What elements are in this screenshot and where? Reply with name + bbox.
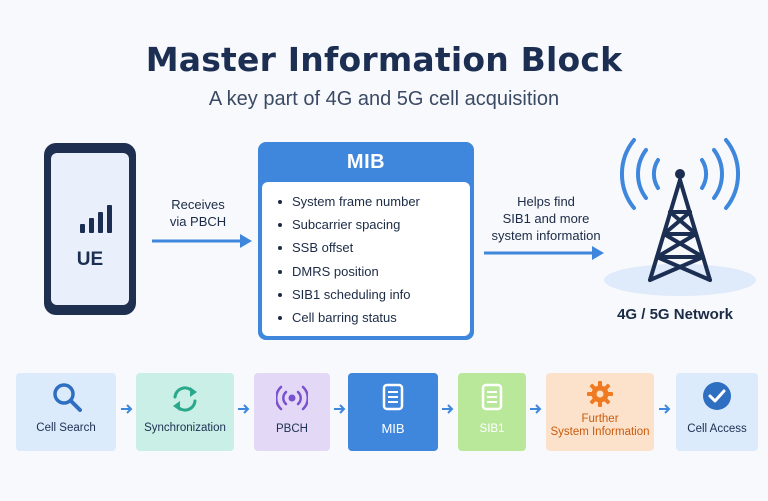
step-label: PBCH (276, 423, 308, 435)
step-label-line1: Further (581, 413, 619, 425)
mib-box: MIB System frame number Subcarrier spaci… (258, 142, 474, 340)
mib-content: System frame number Subcarrier spacing S… (262, 182, 470, 336)
network-label: 4G / 5G Network (617, 306, 733, 323)
helps-line1: Helps find (517, 194, 575, 209)
sync-icon (173, 386, 197, 412)
page-subtitle: A key part of 4G and 5G cell acquisition (208, 88, 560, 110)
mib-title: MIB (346, 151, 386, 173)
cell-tower-icon (604, 138, 756, 296)
step-cell-access: Cell Access (676, 373, 758, 451)
broadcast-icon (276, 385, 308, 411)
signal-bars-icon (80, 205, 112, 233)
step-label: Cell Search (36, 422, 96, 434)
ue-phone: UE (44, 143, 136, 315)
step-label: MIB (381, 421, 405, 436)
chevron-right-icon (334, 404, 346, 414)
ue-label: UE (76, 249, 104, 270)
mib-item: SSB offset (278, 236, 470, 259)
receives-line1: Receives (171, 197, 225, 212)
step-mib: MIB (348, 373, 438, 451)
mib-item: Cell barring status (278, 306, 470, 329)
mib-list: System frame number Subcarrier spacing S… (262, 182, 470, 329)
chevron-right-icon (121, 404, 133, 414)
chevron-right-icon (530, 404, 542, 414)
mib-item: System frame number (278, 190, 470, 213)
mib-item: SIB1 scheduling info (278, 283, 470, 306)
step-sib1: SIB1 (458, 373, 526, 451)
gear-icon (587, 381, 613, 407)
search-icon (53, 383, 82, 412)
chevron-right-icon (659, 404, 671, 414)
step-label-line2: System Information (550, 426, 650, 438)
step-label: Synchronization (144, 422, 226, 434)
step-pbch: PBCH (254, 373, 330, 451)
page-title: Master Information Block (145, 40, 623, 79)
check-circle-icon (703, 382, 731, 410)
helps-label: Helps find SIB1 and more system informat… (478, 193, 614, 244)
chevron-right-icon (238, 404, 250, 414)
step-label: SIB1 (479, 423, 505, 435)
helps-line2: SIB1 and more (502, 211, 590, 226)
chevron-right-icon (442, 404, 454, 414)
receive-arrow (152, 234, 252, 248)
mib-item: DMRS position (278, 260, 470, 283)
helps-line3: system information (491, 228, 601, 243)
document-icon (382, 383, 404, 411)
receives-line2: via PBCH (169, 214, 227, 229)
receives-label: Receives via PBCH (150, 196, 246, 230)
helps-arrow (484, 246, 604, 260)
document-icon (481, 383, 503, 411)
step-cell-search: Cell Search (16, 373, 116, 451)
step-further-system-information: Further System Information (546, 373, 654, 451)
phone-screen: UE (51, 153, 129, 305)
step-label: Cell Access (687, 423, 747, 435)
step-synchronization: Synchronization (136, 373, 234, 451)
mib-item: Subcarrier spacing (278, 213, 470, 236)
step-label-multiline: Further System Information (546, 413, 654, 439)
